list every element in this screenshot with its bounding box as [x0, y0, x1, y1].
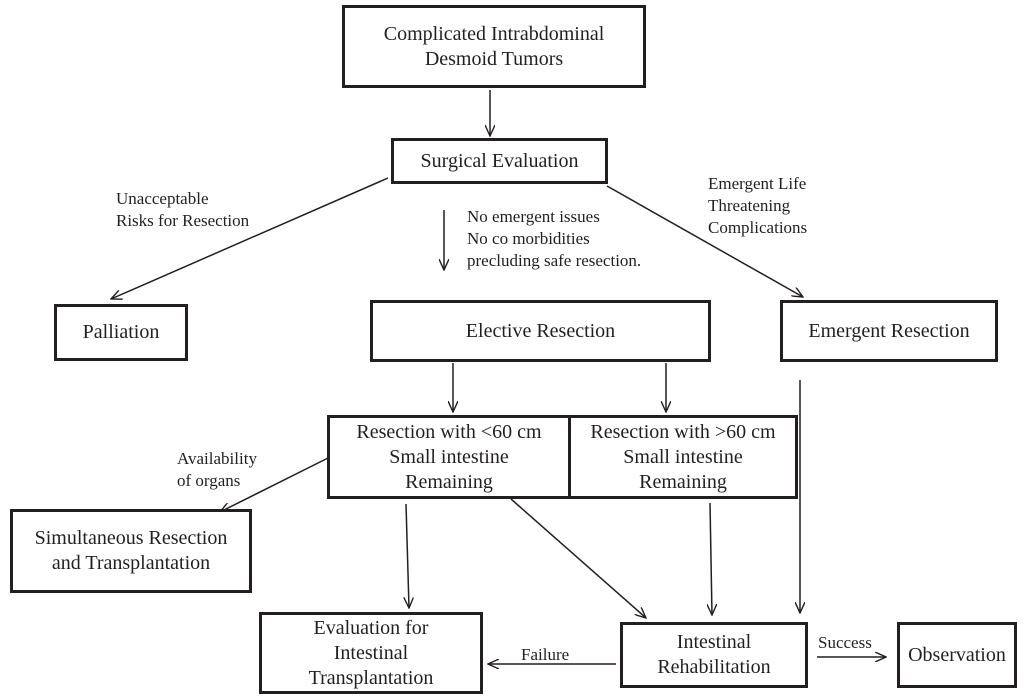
node-resection-lt60-label: Resection with <60 cm Small intestine Re…: [356, 420, 542, 493]
node-observation: Observation: [897, 622, 1017, 688]
label-failure: Failure: [521, 645, 570, 664]
node-emergent-resection-label: Emergent Resection: [808, 319, 970, 342]
label-emergent-life-threatening: Emergent Life Threatening Complications: [708, 174, 808, 237]
label-no-emergent-issues: No emergent issues No co morbidities pre…: [467, 207, 642, 270]
arrow-evaluation-to-palliation: [111, 177, 389, 299]
node-resection-gt60-label: Resection with >60 cm Small intestine Re…: [590, 420, 776, 493]
arrow-gt60-to-rehab: [710, 502, 712, 615]
arrow-evaluation-to-emergent: [606, 185, 803, 297]
node-simultaneous-label: Simultaneous Resection and Transplantati…: [34, 527, 228, 574]
node-surgical-evaluation-label: Surgical Evaluation: [420, 149, 579, 172]
node-resection-gt60: Resection with >60 cm Small intestine Re…: [568, 415, 798, 499]
node-surgical-evaluation: Surgical Evaluation: [391, 138, 608, 184]
node-palliation-label: Palliation: [82, 321, 160, 343]
node-emergent-resection: Emergent Resection: [780, 300, 998, 362]
node-elective-resection-label: Elective Resection: [465, 319, 616, 342]
arrow-lt60-to-simultaneous: [220, 456, 331, 512]
node-evaluation-transplant-label: Evaluation for Intestinal Transplantatio…: [308, 616, 434, 689]
node-evaluation-intestinal-transplantation: Evaluation for Intestinal Transplantatio…: [259, 612, 483, 694]
arrow-lt60-to-rehab: [510, 498, 646, 618]
node-simultaneous-resection-transplantation: Simultaneous Resection and Transplantati…: [10, 509, 252, 593]
label-unacceptable-risks: Unacceptable Risks for Resection: [116, 189, 250, 230]
node-complicated-desmoid-tumors-label: Complicated Intrabdominal Desmoid Tumors: [383, 22, 605, 70]
node-resection-lt60: Resection with <60 cm Small intestine Re…: [327, 415, 571, 499]
node-palliation: Palliation: [54, 304, 188, 361]
label-availability-of-organs: Availability of organs: [177, 449, 257, 490]
node-complicated-desmoid-tumors: Complicated Intrabdominal Desmoid Tumors: [342, 5, 646, 88]
arrow-lt60-to-evaluation-transplant: [406, 503, 409, 608]
label-success: Success: [818, 633, 872, 652]
node-intestinal-rehab-label: Intestinal Rehabilitation: [657, 631, 771, 678]
node-elective-resection: Elective Resection: [370, 300, 711, 362]
node-observation-label: Observation: [908, 643, 1006, 666]
node-intestinal-rehabilitation: Intestinal Rehabilitation: [620, 622, 808, 688]
